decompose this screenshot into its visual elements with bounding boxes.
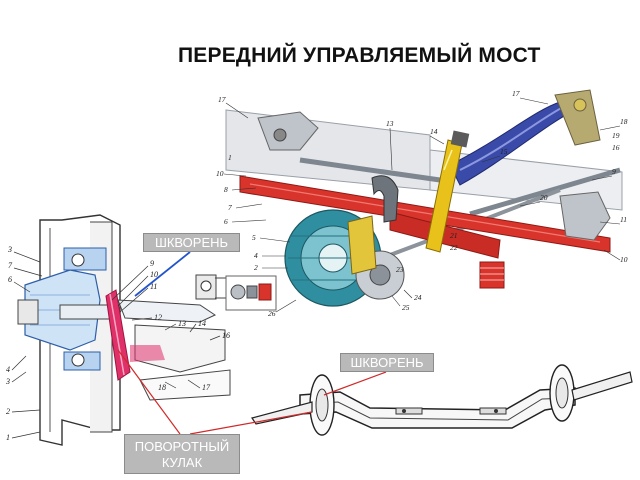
svg-text:25: 25 [402, 303, 410, 312]
svg-text:1: 1 [6, 433, 10, 442]
svg-text:12: 12 [154, 313, 162, 322]
steering-knuckle-label-line1: ПОВОРОТНЫЙ [134, 439, 230, 454]
svg-text:17: 17 [512, 89, 520, 98]
page-title: ПЕРЕДНИЙ УПРАВЛЯЕМЫЙ МОСТ [178, 44, 541, 67]
svg-text:15: 15 [500, 147, 508, 156]
svg-text:16: 16 [222, 331, 230, 340]
svg-text:4: 4 [6, 365, 10, 374]
svg-text:16: 16 [612, 143, 620, 152]
svg-text:7: 7 [8, 261, 13, 270]
svg-text:10: 10 [620, 255, 628, 264]
leader-lines [117, 251, 387, 435]
leaf-springs [239, 175, 611, 259]
svg-text:8: 8 [224, 185, 228, 194]
kingpin-label-top: ШКВОРЕНЬ [143, 233, 240, 252]
svg-text:11: 11 [620, 215, 627, 224]
svg-text:24: 24 [414, 293, 422, 302]
svg-text:13: 13 [178, 319, 186, 328]
svg-text:7: 7 [228, 203, 232, 212]
svg-text:10: 10 [150, 270, 158, 279]
svg-text:18: 18 [620, 117, 628, 126]
svg-text:17: 17 [218, 95, 226, 104]
svg-text:1: 1 [228, 153, 232, 162]
svg-text:14: 14 [430, 127, 438, 136]
svg-text:3: 3 [7, 245, 12, 254]
svg-text:23: 23 [396, 265, 404, 274]
svg-text:2: 2 [6, 407, 10, 416]
svg-text:6: 6 [224, 217, 228, 226]
svg-text:2: 2 [254, 263, 258, 272]
svg-text:17: 17 [202, 383, 211, 392]
svg-text:11: 11 [150, 282, 157, 291]
svg-text:4: 4 [254, 251, 258, 260]
svg-text:21: 21 [450, 231, 458, 240]
svg-text:14: 14 [198, 319, 206, 328]
kingpin-label-beam: ШКВОРЕНЬ [340, 353, 434, 372]
svg-text:26: 26 [268, 309, 276, 318]
svg-text:22: 22 [450, 243, 458, 252]
svg-text:9: 9 [612, 167, 616, 176]
svg-text:5: 5 [252, 233, 256, 242]
knuckle-cross-section: 3 7 6 4 3 2 1 9 10 11 12 13 14 16 17 18 [5, 214, 233, 446]
steering-knuckle-label-line2: КУЛАК [161, 455, 203, 470]
svg-text:6: 6 [8, 275, 12, 284]
svg-text:19: 19 [612, 131, 620, 140]
brake-drum-hub [284, 209, 405, 307]
svg-text:20: 20 [540, 193, 548, 202]
front-axle-beam [251, 364, 633, 436]
svg-text:10: 10 [216, 169, 224, 178]
svg-text:9: 9 [150, 259, 154, 268]
svg-text:18: 18 [158, 383, 166, 392]
svg-text:3: 3 [5, 377, 10, 386]
steering-knuckle-label: ПОВОРОТНЫЙ КУЛАК [124, 434, 240, 474]
shock-absorber [425, 130, 470, 253]
svg-text:13: 13 [386, 119, 394, 128]
